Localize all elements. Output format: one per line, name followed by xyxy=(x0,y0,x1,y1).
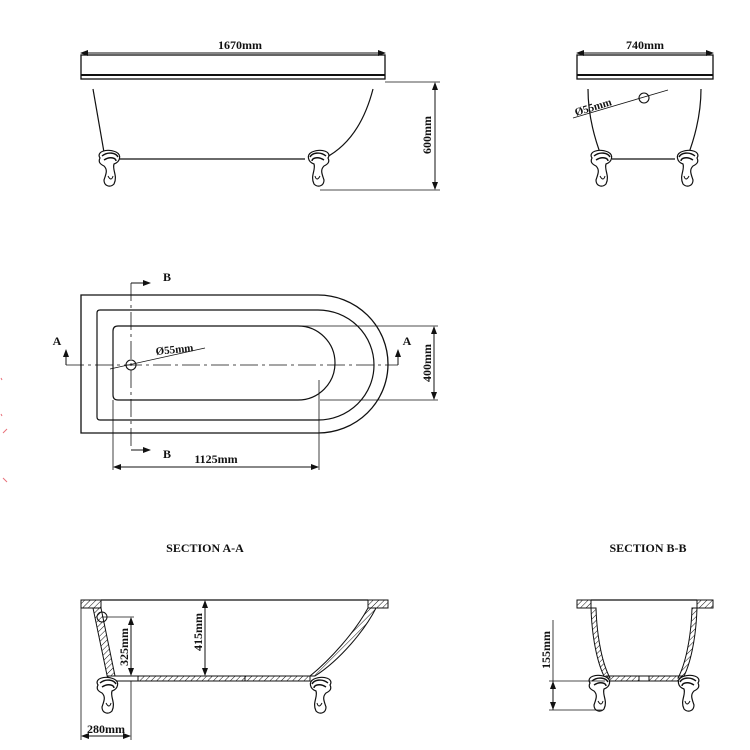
front-view: 1670mm 600mm xyxy=(80,38,440,191)
section-a-view: SECTION A-A 415mm 325mm 280mm xyxy=(80,541,389,740)
section-a-marker-left: A xyxy=(53,334,62,348)
plan-inner-length-dimension: 1125mm xyxy=(194,452,237,466)
section-b-clearance-dimension: 155mm xyxy=(539,631,553,669)
end-width-dimension: 740mm xyxy=(626,38,664,52)
end-waste-dimension: Ø55mm xyxy=(573,96,613,119)
section-a-title: SECTION A-A xyxy=(166,541,244,555)
section-a-waste-offset-dimension: 280mm xyxy=(87,722,125,736)
plan-view: A A B B Ø55mm 400mm 1125mm xyxy=(53,270,438,470)
section-a-depth-dimension: 415mm xyxy=(191,613,205,651)
end-view: Ø55mm 740mm xyxy=(572,38,714,187)
section-b-marker-bottom: B xyxy=(163,447,171,461)
section-a-marker-right: A xyxy=(403,334,412,348)
front-length-dimension: 1670mm xyxy=(218,38,262,52)
front-height-dimension: 600mm xyxy=(420,116,434,154)
section-a-waste-height-dimension: 325mm xyxy=(117,628,131,666)
section-b-view: SECTION B-B 155mm xyxy=(539,541,714,712)
section-b-title: SECTION B-B xyxy=(609,541,686,555)
plan-waste-dimension: Ø55mm xyxy=(155,342,194,358)
section-b-marker-top: B xyxy=(163,270,171,284)
margin-marks xyxy=(0,377,8,483)
plan-inner-width-dimension: 400mm xyxy=(420,344,434,382)
